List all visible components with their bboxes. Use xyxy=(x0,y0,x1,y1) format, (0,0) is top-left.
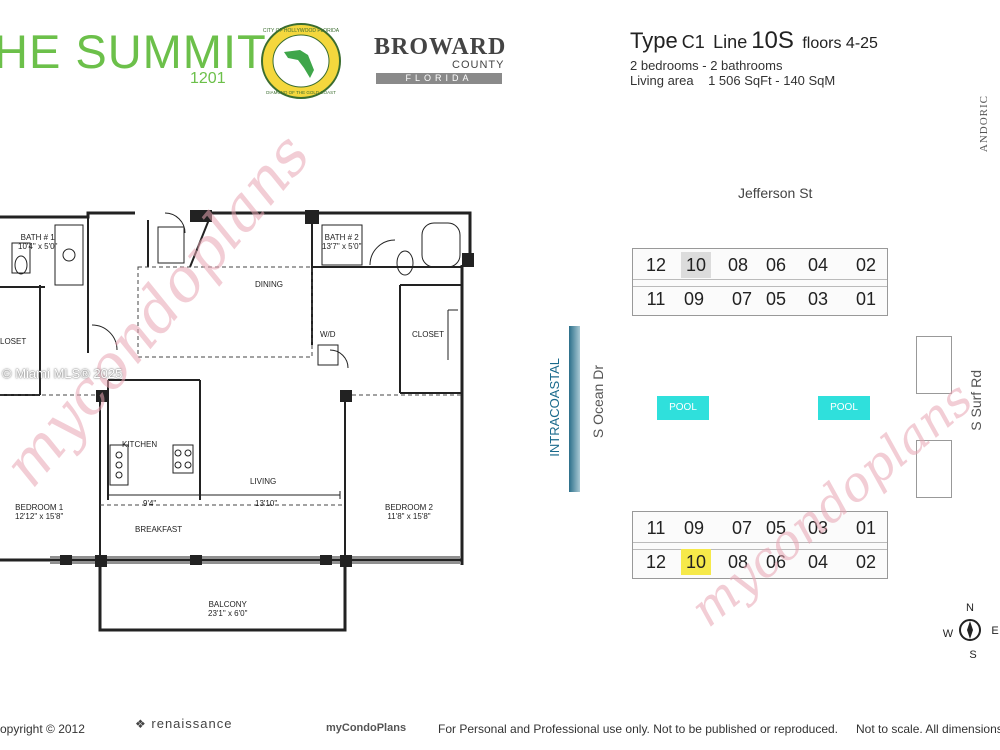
unit-south-top-05: 05 xyxy=(765,518,787,538)
type-value: C1 xyxy=(681,32,705,52)
unit-north-top-08: 08 xyxy=(727,255,749,275)
floor-plan-drawing xyxy=(0,210,474,632)
pool-left: POOL xyxy=(657,396,709,420)
closet-right-label: CLOSET xyxy=(412,330,445,339)
unit-south-bottom-06: 06 xyxy=(765,552,787,572)
type-label: Type xyxy=(630,28,678,53)
ocean-dr-label: S Ocean Dr xyxy=(590,365,606,439)
unit-south-top-09: 09 xyxy=(683,518,705,538)
closet-left-label: LOSET xyxy=(0,337,27,346)
intracoastal-label: INTRACOASTAL xyxy=(547,358,562,457)
south-building: 11 09 07 05 03 01 12 10 08 06 04 02 xyxy=(632,511,888,579)
floors-text: floors 4-25 xyxy=(802,35,878,52)
unit-south-bottom-12: 12 xyxy=(645,552,667,572)
building-title: HE SUMMIT xyxy=(0,25,267,78)
living-area-row: Living area 1 506 SqFt - 140 SqM xyxy=(630,73,835,88)
unit-south-top-01: 01 xyxy=(855,518,877,538)
living-area-value: 1 506 SqFt - 140 SqM xyxy=(708,73,836,88)
dining-label: DINING xyxy=(255,280,283,289)
breakfast-label: BREAKFAST xyxy=(135,525,183,534)
unit-north-top-02: 02 xyxy=(855,255,877,275)
unit-south-bottom-02: 02 xyxy=(855,552,877,572)
line-value: 10S xyxy=(751,27,794,54)
compass-w: W xyxy=(943,628,954,640)
cabana-top xyxy=(916,336,952,394)
compass-e: E xyxy=(991,625,998,637)
unit-north-bottom-01: 01 xyxy=(855,289,877,309)
unit-south-top-07: 07 xyxy=(731,518,753,538)
pool-right: POOL xyxy=(818,396,870,420)
line-label: Line xyxy=(713,32,748,52)
wd-label: W/D xyxy=(320,330,336,339)
florida-logo-bar: FLORIDA xyxy=(376,73,502,84)
compass-s: S xyxy=(969,649,976,660)
unit-north-bottom-05: 05 xyxy=(765,289,787,309)
dim-living-label: 13'10" xyxy=(255,499,278,508)
unit-north-top-12: 12 xyxy=(645,255,667,275)
south-corridor xyxy=(633,542,887,550)
unit-south-top-03: 03 xyxy=(807,518,829,538)
footer-usage: For Personal and Professional use only. … xyxy=(438,722,839,736)
compass-n: N xyxy=(966,602,974,614)
broward-logo-text: BROWARD xyxy=(374,34,507,60)
developer-mark: ANDORIC xyxy=(978,95,990,153)
building-number: 1201 xyxy=(190,70,226,87)
intracoastal-water xyxy=(569,326,580,492)
unit-north-bottom-07: 07 xyxy=(731,289,753,309)
unit-south-bottom-08: 08 xyxy=(727,552,749,572)
north-building: 12 10 08 06 04 02 11 09 07 05 03 01 xyxy=(632,248,888,316)
unit-north-top-10: 10 xyxy=(681,252,711,278)
unit-north-top-04: 04 xyxy=(807,255,829,275)
jefferson-street-label: Jefferson St xyxy=(738,185,813,201)
footer-mycondoplans: myCondoPlans xyxy=(326,722,407,734)
seal-text: CITY OF HOLLYWOOD FLORIDA xyxy=(263,28,340,34)
footer-copyright: opyright © 2012 xyxy=(0,722,85,736)
footer-renaissance: ❖ renaissance xyxy=(135,716,233,731)
footer-scale: Not to scale. All dimensions ap xyxy=(856,722,1000,736)
dim-kitchen-label: 9'4" xyxy=(143,499,157,508)
bedrooms-text: 2 bedrooms - 2 bathrooms xyxy=(630,58,783,73)
unit-north-bottom-09: 09 xyxy=(683,289,705,309)
unit-south-top-11: 11 xyxy=(646,518,666,538)
unit-north-bottom-03: 03 xyxy=(807,289,829,309)
north-corridor xyxy=(633,279,887,287)
unit-specs: 2 bedrooms - 2 bathrooms Living area 1 5… xyxy=(630,58,835,88)
unit-south-bottom-10-selected: 10 xyxy=(681,549,711,575)
renaissance-icon: ❖ xyxy=(135,717,147,731)
unit-north-top-06: 06 xyxy=(765,255,787,275)
compass-icon: N S E W xyxy=(940,600,1000,661)
county-logo-text: COUNTY xyxy=(452,59,505,71)
unit-north-bottom-11: 11 xyxy=(646,289,666,309)
mls-watermark: © Miami MLS® 2025 xyxy=(2,366,123,381)
living-label: LIVING xyxy=(250,477,277,486)
living-area-label: Living area xyxy=(630,73,694,88)
unit-south-bottom-04: 04 xyxy=(807,552,829,572)
seal-subtext: DIAMOND OF THE GOLD COAST xyxy=(266,90,336,95)
city-seal-icon: CITY OF HOLLYWOOD FLORIDA DIAMOND OF THE… xyxy=(260,22,342,100)
cabana-bottom xyxy=(916,440,952,498)
kitchen-label: KITCHEN xyxy=(122,440,158,449)
